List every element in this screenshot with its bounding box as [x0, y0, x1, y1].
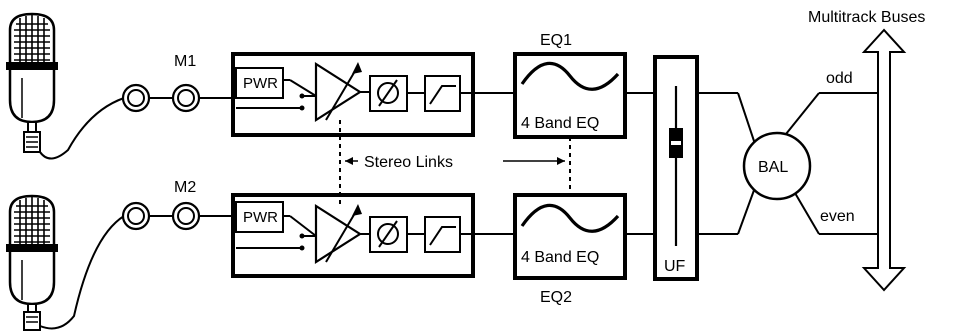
amplifier-icon: [314, 61, 363, 123]
buses-title: Multitrack Buses: [808, 9, 925, 26]
eq2-title: EQ2: [540, 289, 572, 306]
balance-section: BAL odd even: [697, 70, 878, 235]
uf-module: UF: [653, 55, 699, 281]
pwr-label: PWR: [243, 75, 278, 92]
channel-1: M1 PWR EQ1: [6, 12, 655, 160]
microphone-icon: [6, 12, 58, 153]
stereo-links-label: Stereo Links: [364, 154, 453, 171]
phase-icon: [369, 216, 408, 253]
stereo-links: Stereo Links: [339, 120, 571, 206]
connector-icon: [121, 201, 151, 231]
mic1-label: M1: [174, 53, 196, 70]
eq-curve-icon: [520, 203, 620, 233]
connector-icon: [171, 83, 201, 113]
even-label: even: [820, 208, 855, 225]
eq-curve-icon: [520, 61, 620, 91]
eq1-band-label: 4 Band EQ: [521, 115, 599, 132]
channel-2: M2 PWR 4 Band EQ EQ2: [6, 179, 655, 331]
highpass-filter-icon: [424, 216, 461, 253]
highpass-filter-icon: [424, 75, 461, 112]
multitrack-buses: Multitrack Buses: [808, 9, 925, 292]
bal-knob: [742, 131, 812, 201]
bal-label: BAL: [758, 159, 788, 176]
phase-icon: [369, 75, 408, 112]
fader-icon: [669, 128, 683, 158]
eq1-module: [513, 52, 627, 139]
microphone-icon: [6, 194, 58, 331]
connector-icon: [171, 201, 201, 231]
amplifier-icon: [314, 203, 363, 265]
pwr-label: PWR: [243, 209, 278, 226]
pwr-box: [235, 67, 284, 99]
mic2-label: M2: [174, 179, 196, 196]
pwr-box: [235, 201, 284, 233]
odd-label: odd: [826, 70, 853, 87]
eq1-title: EQ1: [540, 32, 572, 49]
uf-label: UF: [664, 258, 686, 275]
eq2-band-label: 4 Band EQ: [521, 249, 599, 266]
double-arrow-icon: [861, 28, 907, 292]
connector-icon: [121, 83, 151, 113]
